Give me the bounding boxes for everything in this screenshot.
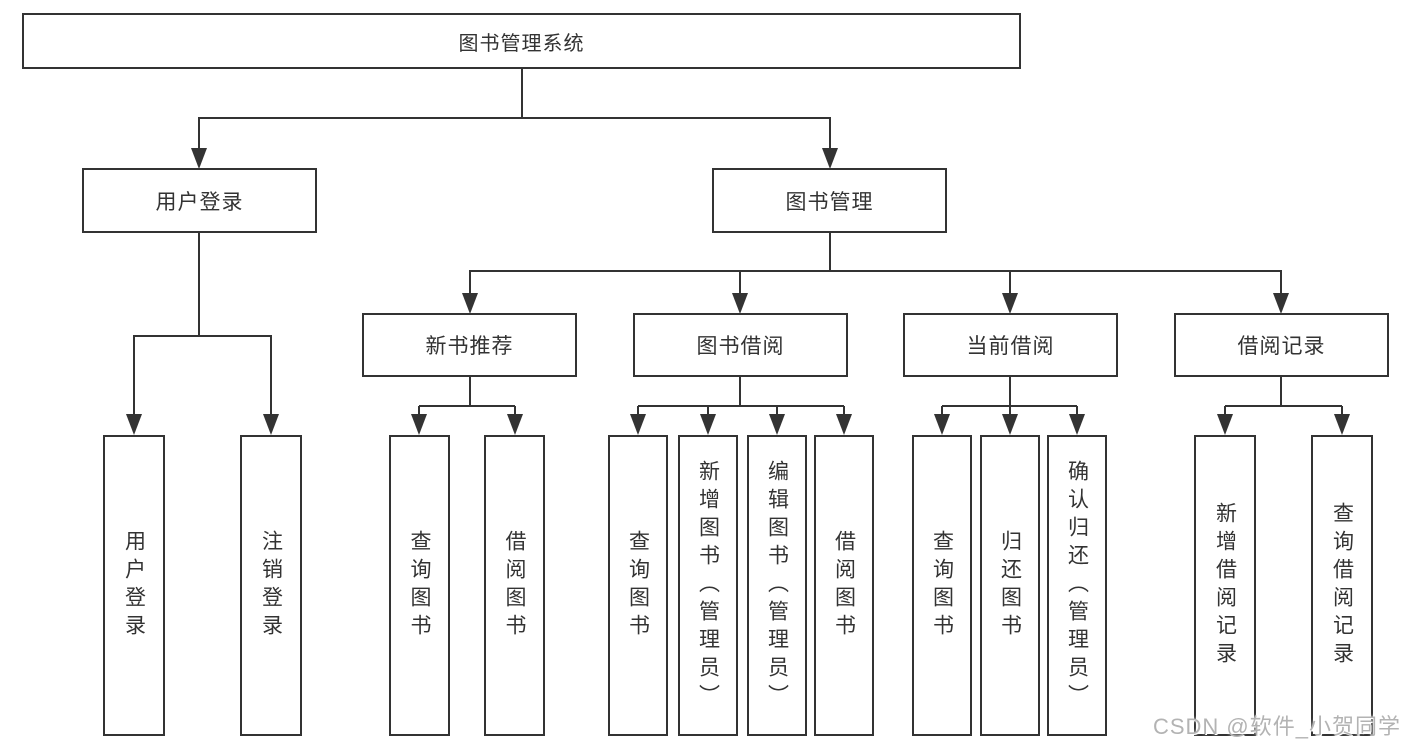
arrow-to-leaf-confirm-return: [1069, 414, 1085, 435]
node-library-management-system: 图书管理系统: [22, 13, 1021, 69]
leaf-borrow-books-recommend: 借阅图书: [484, 435, 545, 736]
arrow-to-leaf-add-books: [700, 414, 716, 435]
leaf-logout: 注销登录: [240, 435, 302, 736]
node-borrowing-records: 借阅记录: [1174, 313, 1389, 377]
arrowheads: [126, 148, 1350, 435]
node-label: 查询图书: [930, 529, 954, 642]
arrow-to-leaf-query-borrow-record: [1334, 414, 1350, 435]
node-label: 新书推荐: [425, 335, 514, 358]
leaf-add-books-admin: 新增图书（管理员）: [678, 435, 738, 736]
leaf-edit-books-admin: 编辑图书（管理员）: [747, 435, 807, 736]
connector-root-to-level2: [198, 69, 831, 151]
arrow-to-user-login: [191, 148, 207, 169]
leaf-query-books-current: 查询图书: [912, 435, 972, 736]
node-label: 图书借阅: [696, 335, 785, 358]
node-new-book-recommend: 新书推荐: [362, 313, 577, 377]
leaf-confirm-return-admin: 确认归还（管理员）: [1047, 435, 1107, 736]
leaf-query-books-borrowing: 查询图书: [608, 435, 668, 736]
node-label: 注销登录: [259, 529, 283, 642]
node-label: 查询借阅记录: [1330, 501, 1354, 670]
arrow-to-leaf-user-login: [126, 414, 142, 435]
leaf-query-books-recommend: 查询图书: [389, 435, 450, 736]
arrow-to-borrowing-records: [1273, 293, 1289, 314]
leaf-borrow-books-borrowing: 借阅图书: [814, 435, 874, 736]
node-label: 当前借阅: [966, 335, 1055, 358]
arrow-to-leaf-edit-books: [769, 414, 785, 435]
node-label: 用户登录: [122, 529, 146, 642]
node-label: 查询图书: [626, 529, 650, 642]
node-label: 查询图书: [408, 529, 431, 642]
connector-borrowing-records-to-children: [1224, 377, 1343, 418]
node-label: 归还图书: [998, 529, 1022, 642]
leaf-return-books: 归还图书: [980, 435, 1040, 736]
node-current-borrowing: 当前借阅: [903, 313, 1118, 377]
arrow-to-new-book-recommend: [462, 293, 478, 314]
connector-user-login-to-children: [133, 233, 272, 416]
arrow-to-leaf-query-books-2: [630, 414, 646, 435]
node-book-borrowing: 图书借阅: [633, 313, 848, 377]
node-label: 借阅图书: [503, 529, 526, 642]
arrow-to-book-borrowing: [732, 293, 748, 314]
csdn-watermark: CSDN @软件_小贺同学: [1152, 714, 1401, 739]
node-label: 新增图书（管理员）: [696, 459, 720, 712]
arrow-to-book-management: [822, 148, 838, 169]
arrow-to-leaf-query-books-3: [934, 414, 950, 435]
node-label: 确认归还（管理员）: [1065, 459, 1089, 712]
node-book-management: 图书管理: [712, 168, 947, 233]
arrow-to-leaf-logout: [263, 414, 279, 435]
node-label: 新增借阅记录: [1213, 501, 1237, 670]
connector-book-borrowing-to-children: [637, 377, 845, 418]
node-label: 编辑图书（管理员）: [765, 459, 789, 712]
arrow-to-leaf-add-borrow-record: [1217, 414, 1233, 435]
node-label: 借阅图书: [832, 529, 856, 642]
leaf-user-login: 用户登录: [103, 435, 165, 736]
arrow-to-leaf-borrow-books-2: [836, 414, 852, 435]
node-user-login: 用户登录: [82, 168, 317, 233]
node-label: 图书管理: [785, 190, 874, 214]
connector-current-borrowing-to-children: [941, 377, 1078, 418]
arrow-to-current-borrowing: [1002, 293, 1018, 314]
node-label: 用户登录: [155, 190, 244, 214]
arrow-to-leaf-borrow-books-1: [507, 414, 523, 435]
node-label: 图书管理系统: [458, 32, 585, 55]
leaf-query-borrow-record: 查询借阅记录: [1311, 435, 1373, 736]
arrow-to-leaf-return-books: [1002, 414, 1018, 435]
arrow-to-leaf-query-books-1: [411, 414, 427, 435]
connector-book-management-to-level3: [469, 233, 1282, 295]
leaf-add-borrow-record: 新增借阅记录: [1194, 435, 1256, 736]
node-label: 借阅记录: [1237, 335, 1326, 358]
connector-new-book-recommend-to-children: [418, 377, 516, 418]
